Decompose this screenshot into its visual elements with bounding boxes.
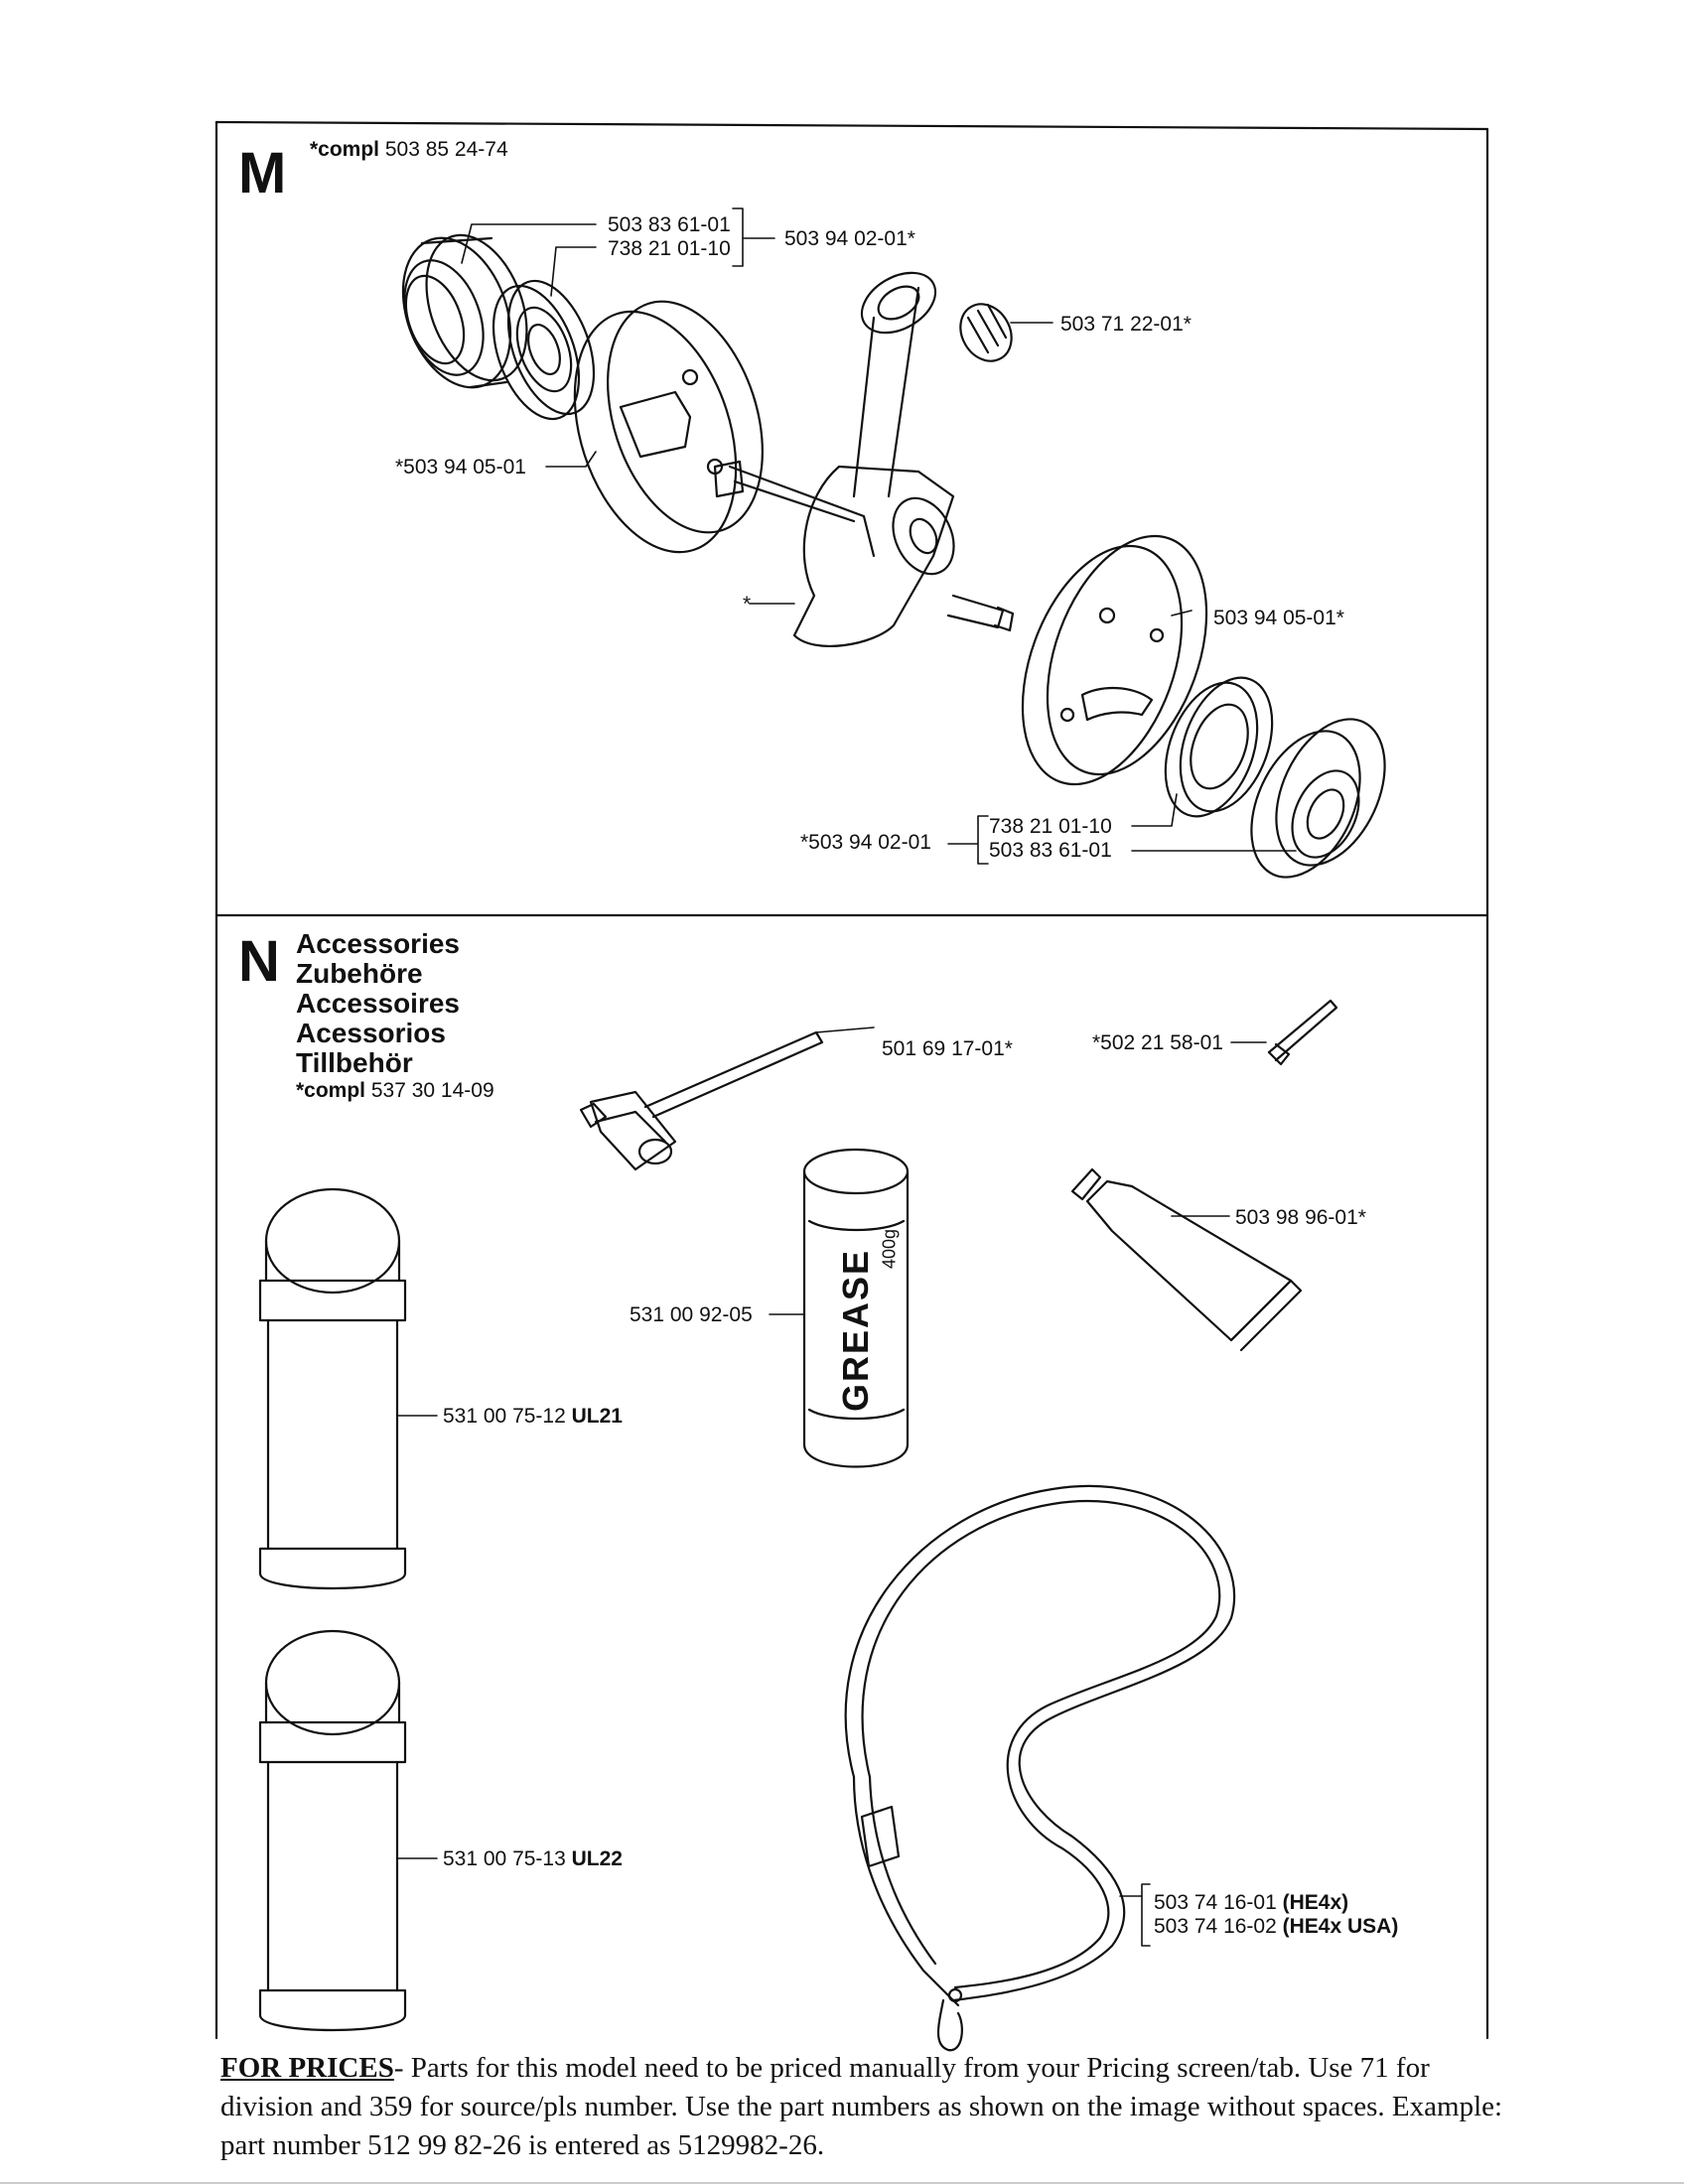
label-kit-top: 503 94 02-01* bbox=[784, 227, 915, 250]
section-n-compl: *compl 537 30 14-09 bbox=[296, 1080, 494, 1101]
flywheel-left bbox=[573, 300, 764, 554]
section-n-letter: N bbox=[238, 929, 280, 994]
compl-prefix: *compl bbox=[296, 1079, 366, 1102]
bearing-housing-bottom bbox=[1250, 718, 1386, 879]
spray-can-1 bbox=[258, 1187, 438, 1590]
label-bearing-housing-bottom: 503 83 61-01 bbox=[989, 839, 1112, 862]
label-harness-2: 503 74 16-02 (HE4x USA) bbox=[1154, 1916, 1398, 1937]
title-sv: Tillbehör bbox=[296, 1047, 413, 1078]
frame bbox=[0, 120, 1684, 2184]
label-flywheel-left: *503 94 05-01 bbox=[395, 456, 526, 478]
label-harness-1: 503 74 16-01 (HE4x) bbox=[1154, 1892, 1348, 1913]
spray-can-2-number: 531 00 75-13 bbox=[443, 1847, 566, 1870]
harness-strap bbox=[844, 1484, 1236, 2052]
spray-can-1-number: 531 00 75-12 bbox=[443, 1405, 566, 1428]
label-spray-can-2: 531 00 75-13 UL22 bbox=[443, 1848, 623, 1869]
harness-2-code: (HE4x USA) bbox=[1282, 1915, 1399, 1938]
harness-1-number: 503 74 16-01 bbox=[1154, 1891, 1277, 1914]
combi-wrench bbox=[579, 1026, 875, 1171]
bearing-housing-top bbox=[401, 233, 528, 389]
paste-tube bbox=[1070, 1167, 1303, 1352]
compl-number: 503 85 24-74 bbox=[384, 138, 508, 161]
spray-can-1-code: UL21 bbox=[571, 1405, 623, 1428]
accessories-titles: Accessories Zubehöre Accessoires Acessor… bbox=[296, 929, 460, 1078]
title-pt: Acessorios bbox=[296, 1018, 446, 1048]
section-m-compl: *compl 503 85 24-74 bbox=[310, 139, 508, 160]
label-spray-can-1: 531 00 75-12 UL21 bbox=[443, 1406, 623, 1427]
label-hex-key: *502 21 58-01 bbox=[1092, 1031, 1223, 1054]
leader-lines-m bbox=[461, 207, 1297, 865]
label-bearing-bottom: 738 21 01-10 bbox=[989, 815, 1112, 838]
label-needle-bearing: 503 71 22-01* bbox=[1060, 313, 1192, 336]
label-grease-tube: 531 00 92-05 bbox=[630, 1303, 753, 1326]
bearing-top bbox=[491, 279, 596, 421]
spray-can-2 bbox=[258, 1629, 438, 2032]
label-kit-bottom: *503 94 02-01 bbox=[800, 831, 931, 854]
compl-prefix: *compl bbox=[310, 138, 380, 161]
label-bearing-top: 738 21 01-10 bbox=[608, 237, 731, 260]
label-bearing-housing-top: 503 83 61-01 bbox=[608, 213, 731, 236]
pricing-text: - Parts for this model need to be priced… bbox=[220, 2052, 1503, 2161]
grease-label: GREASE bbox=[835, 1248, 876, 1413]
compl-number: 537 30 14-09 bbox=[370, 1079, 494, 1102]
section-m-letter: M bbox=[238, 141, 287, 205]
needle-bearing bbox=[959, 303, 1013, 362]
grease-weight: 400g bbox=[879, 1228, 900, 1270]
harness-1-code: (HE4x) bbox=[1282, 1891, 1349, 1914]
title-fr: Accessoires bbox=[296, 988, 461, 1019]
label-paste-tube: 503 98 96-01* bbox=[1235, 1206, 1366, 1229]
spray-can-2-code: UL22 bbox=[571, 1847, 623, 1870]
pricing-heading: FOR PRICES bbox=[220, 2052, 394, 2084]
harness-2-number: 503 74 16-02 bbox=[1154, 1915, 1277, 1938]
title-de: Zubehöre bbox=[296, 958, 423, 989]
flywheel-right bbox=[1021, 534, 1208, 786]
crankshaft bbox=[713, 271, 1015, 647]
pricing-note: FOR PRICES- Parts for this model need to… bbox=[220, 2049, 1511, 2165]
title-en: Accessories bbox=[296, 928, 461, 959]
label-combi-wrench: 501 69 17-01* bbox=[882, 1037, 1013, 1060]
hex-key bbox=[1230, 999, 1338, 1066]
label-crankshaft: * bbox=[743, 593, 752, 615]
bearing-bottom bbox=[1164, 676, 1274, 818]
grease-tube bbox=[769, 1148, 910, 1468]
label-flywheel-right: 503 94 05-01* bbox=[1213, 607, 1344, 629]
